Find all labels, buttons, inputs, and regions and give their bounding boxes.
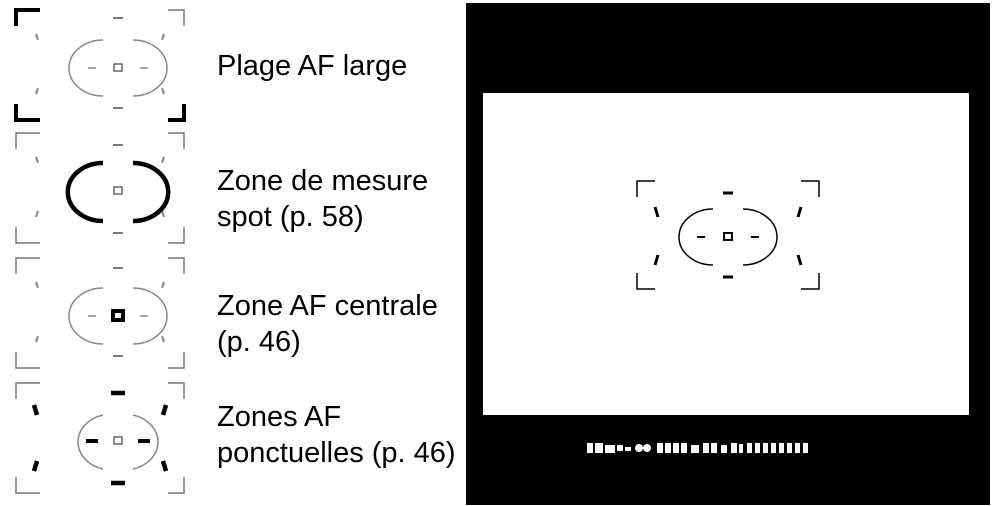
viewfinder-display — [466, 3, 990, 505]
local-af-label: Zones AF ponctuelles (p. 46) — [217, 401, 456, 469]
central-af-label: Zone AF centrale (p. 46) — [217, 290, 438, 358]
legend-row-spot-metering: Zone de mesure spot (p. 58) — [0, 125, 460, 250]
local-af-areas-icon — [0, 377, 210, 499]
viewfinder-focus-frame-icon — [636, 180, 820, 290]
wide-focus-label: Plage AF large — [217, 50, 408, 82]
viewfinder-image-area — [483, 93, 969, 415]
legend-row-local-af: Zones AF ponctuelles (p. 46) — [0, 375, 460, 506]
legend-row-wide-focus: Plage AF large — [0, 0, 460, 125]
viewfinder-status-bar — [466, 440, 990, 461]
wide-focus-frame-icon — [0, 4, 210, 124]
spot-metering-label: Zone de mesure spot (p. 58) — [217, 165, 429, 233]
legend-row-central-af: Zone AF centrale (p. 46) — [0, 250, 460, 375]
central-af-area-icon — [0, 252, 210, 372]
lcd-readout-icon — [587, 443, 808, 453]
spot-metering-circle-icon — [0, 127, 210, 247]
